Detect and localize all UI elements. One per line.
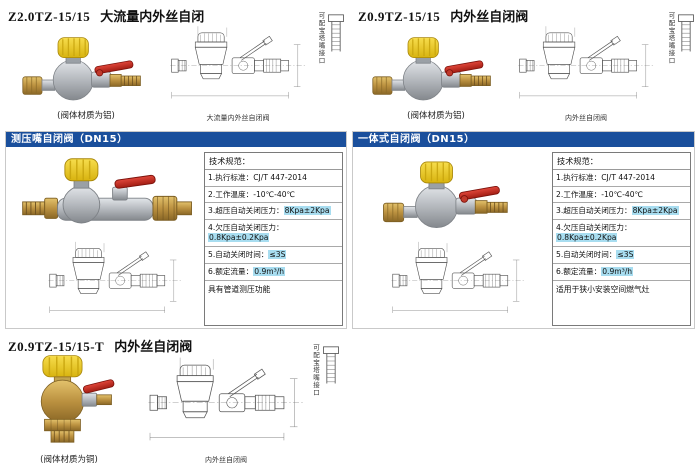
spec-item: 1.执行标准：CJ/T 447-2014 — [553, 170, 690, 187]
spec-title: 技术规范： — [205, 153, 342, 170]
detail-note: 可配宝塔嘴接口 — [667, 12, 675, 65]
material-caption: (阀体材质为铜) — [40, 455, 98, 465]
detail-inset: 可配宝塔嘴接口 — [312, 344, 341, 397]
spec-label: 3.超压自动关闭压力： — [208, 206, 284, 216]
product-name: 内外丝自闭阀 — [450, 10, 529, 25]
spec-item: 2.工作温度：-10℃-40℃ — [205, 187, 342, 204]
spec-panel: 技术规范： 1.执行标准：CJ/T 447-2014 2.工作温度：-10℃-4… — [204, 152, 343, 326]
technical-drawing — [373, 238, 543, 322]
spec-title: 技术规范： — [553, 153, 690, 170]
valve-photo-illustration — [12, 156, 204, 234]
product-photo — [10, 156, 206, 234]
spec-label: 3.超压自动关闭压力： — [556, 206, 632, 216]
product-title: Z2.0TZ-15/15 大流量内外丝自闭 — [8, 6, 348, 25]
product-photo: (阀体材质为铝) — [360, 32, 512, 121]
spec-value: -10℃-40℃ — [601, 189, 644, 199]
drawing-caption: 内外丝自闭阀 — [565, 114, 607, 122]
detail-note: 可配宝塔嘴接口 — [311, 344, 320, 397]
detail-drawing — [676, 12, 696, 56]
spec-value: -10℃-40℃ — [253, 189, 296, 199]
detail-inset: 可配宝塔嘴接口 — [317, 12, 347, 65]
product-name: 内外丝自闭阀 — [114, 340, 193, 355]
section-header-label: 测压嘴自闭阀（DN15） — [11, 134, 128, 145]
spec-footer: 适用于狭小安装空间燃气灶 — [556, 284, 650, 294]
spec-value: 8Kpa±2Kpa — [283, 206, 331, 216]
spec-value: ≤3S — [268, 249, 287, 259]
spec-panel: 技术规范： 1.执行标准：CJ/T 447-2014 2.工作温度：-10℃-4… — [552, 152, 691, 326]
product-section-yitishi: 一体式自闭阀（DN15） 技术规范： 1.执行标准：CJ/T 447-2014 … — [352, 131, 695, 329]
valve-photo-illustration — [362, 32, 510, 108]
valve-photo-illustration — [12, 32, 160, 108]
product-title: Z0.9TZ-15/15 内外丝自闭阀 — [358, 6, 696, 25]
spec-item: 5.自动关闭时间：≤3S — [205, 247, 342, 264]
spec-item: 6.额定流量：0.9m³/h — [205, 264, 342, 281]
product-photo: (阀体材质为铝) — [10, 32, 162, 121]
drawing-illustration — [147, 350, 305, 454]
spec-footer: 具有管道测压功能 — [208, 284, 271, 294]
spec-value: 0.8Kpa±0.2Kpa — [208, 233, 270, 243]
product-model: Z0.9TZ-15/15-T — [8, 339, 105, 354]
detail-drawing — [326, 12, 346, 56]
spec-item: 4.欠压自动关闭压力：0.8Kpa±0.2Kpa — [205, 220, 342, 247]
detail-note: 可配宝塔嘴接口 — [317, 12, 325, 65]
spec-value: ≤3S — [616, 249, 635, 259]
section-header: 一体式自闭阀（DN15） — [353, 132, 694, 147]
spec-value: CJ/T 447-2014 — [601, 172, 655, 182]
spec-item: 5.自动关闭时间：≤3S — [553, 247, 690, 264]
section-header: 测压嘴自闭阀（DN15） — [6, 132, 346, 147]
product-model: Z2.0TZ-15/15 — [8, 9, 91, 24]
product-title: Z0.9TZ-15/15-T 内外丝自闭阀 — [8, 336, 438, 355]
section-header-label: 一体式自闭阀（DN15） — [358, 134, 475, 145]
material-caption: (阀体材质为铝) — [57, 111, 115, 121]
product-name: 大流量内外丝自闭 — [100, 10, 205, 25]
product-section-z0-9tz-t: Z0.9TZ-15/15-T 内外丝自闭阀 (阀体材质为铜) 内外丝自闭阀 可配宝… — [8, 336, 438, 470]
spec-label: 5.自动关闭时间： — [208, 249, 269, 259]
drawing-caption: 大流量内外丝自闭阀 — [206, 114, 270, 122]
material-caption: (阀体材质为铝) — [407, 111, 465, 121]
spec-label: 2.工作温度： — [208, 189, 254, 199]
drawing-illustration — [169, 18, 307, 112]
drawing-caption: 内外丝自闭阀 — [205, 456, 247, 464]
spec-value: 8Kpa±2Kpa — [631, 206, 679, 216]
technical-drawing: 内外丝自闭阀 — [516, 18, 656, 123]
spec-value: 0.9m³/h — [253, 266, 286, 276]
detail-inset: 可配宝塔嘴接口 — [667, 12, 697, 65]
product-model: Z0.9TZ-15/15 — [358, 9, 441, 24]
spec-label: 4.欠压自动关闭压力： — [556, 223, 632, 233]
drawing-illustration — [517, 18, 655, 112]
technical-drawing: 内外丝自闭阀 — [146, 350, 306, 465]
spec-item: 1.执行标准：CJ/T 447-2014 — [205, 170, 342, 187]
spec-item: 6.额定流量：0.9m³/h — [553, 264, 690, 281]
spec-item: 3.超压自动关闭压力：8Kpa±2Kpa — [553, 203, 690, 221]
technical-drawing — [32, 238, 198, 322]
spec-item: 3.超压自动关闭压力：8Kpa±2Kpa — [205, 203, 342, 221]
spec-value: 0.8Kpa±0.2Kpa — [556, 233, 618, 243]
technical-drawing: 大流量内外丝自闭阀 — [168, 18, 308, 123]
spec-value: 0.9m³/h — [601, 266, 634, 276]
spec-item: 2.工作温度：-10℃-40℃ — [553, 187, 690, 204]
spec-label: 1.执行标准： — [556, 172, 602, 182]
detail-drawing — [321, 344, 341, 388]
spec-label: 6.额定流量： — [556, 266, 602, 276]
drawing-illustration — [33, 238, 197, 322]
spec-label: 2.工作温度： — [556, 189, 602, 199]
product-photo: (阀体材质为铜) — [10, 354, 128, 465]
spec-item: 4.欠压自动关闭压力：0.8Kpa±0.2Kpa — [553, 220, 690, 247]
drawing-illustration — [375, 238, 541, 322]
product-section-ceyazui: 测压嘴自闭阀（DN15） 技术规范： 1.执行标准：CJ/T 447-2014 … — [5, 131, 347, 329]
spec-label: 6.额定流量： — [208, 266, 254, 276]
spec-label: 4.欠压自动关闭压力： — [208, 223, 284, 233]
spec-label: 5.自动关闭时间： — [556, 249, 617, 259]
valve-photo-illustration — [14, 354, 124, 452]
valve-photo-illustration — [370, 156, 530, 236]
spec-value: CJ/T 447-2014 — [253, 172, 307, 182]
spec-label: 1.执行标准： — [208, 172, 254, 182]
product-section-z0-9tz: Z0.9TZ-15/15 内外丝自闭阀 (阀体材质为铝) 内外丝自闭阀 可配宝塔嘴… — [358, 6, 696, 130]
product-photo — [367, 156, 533, 236]
